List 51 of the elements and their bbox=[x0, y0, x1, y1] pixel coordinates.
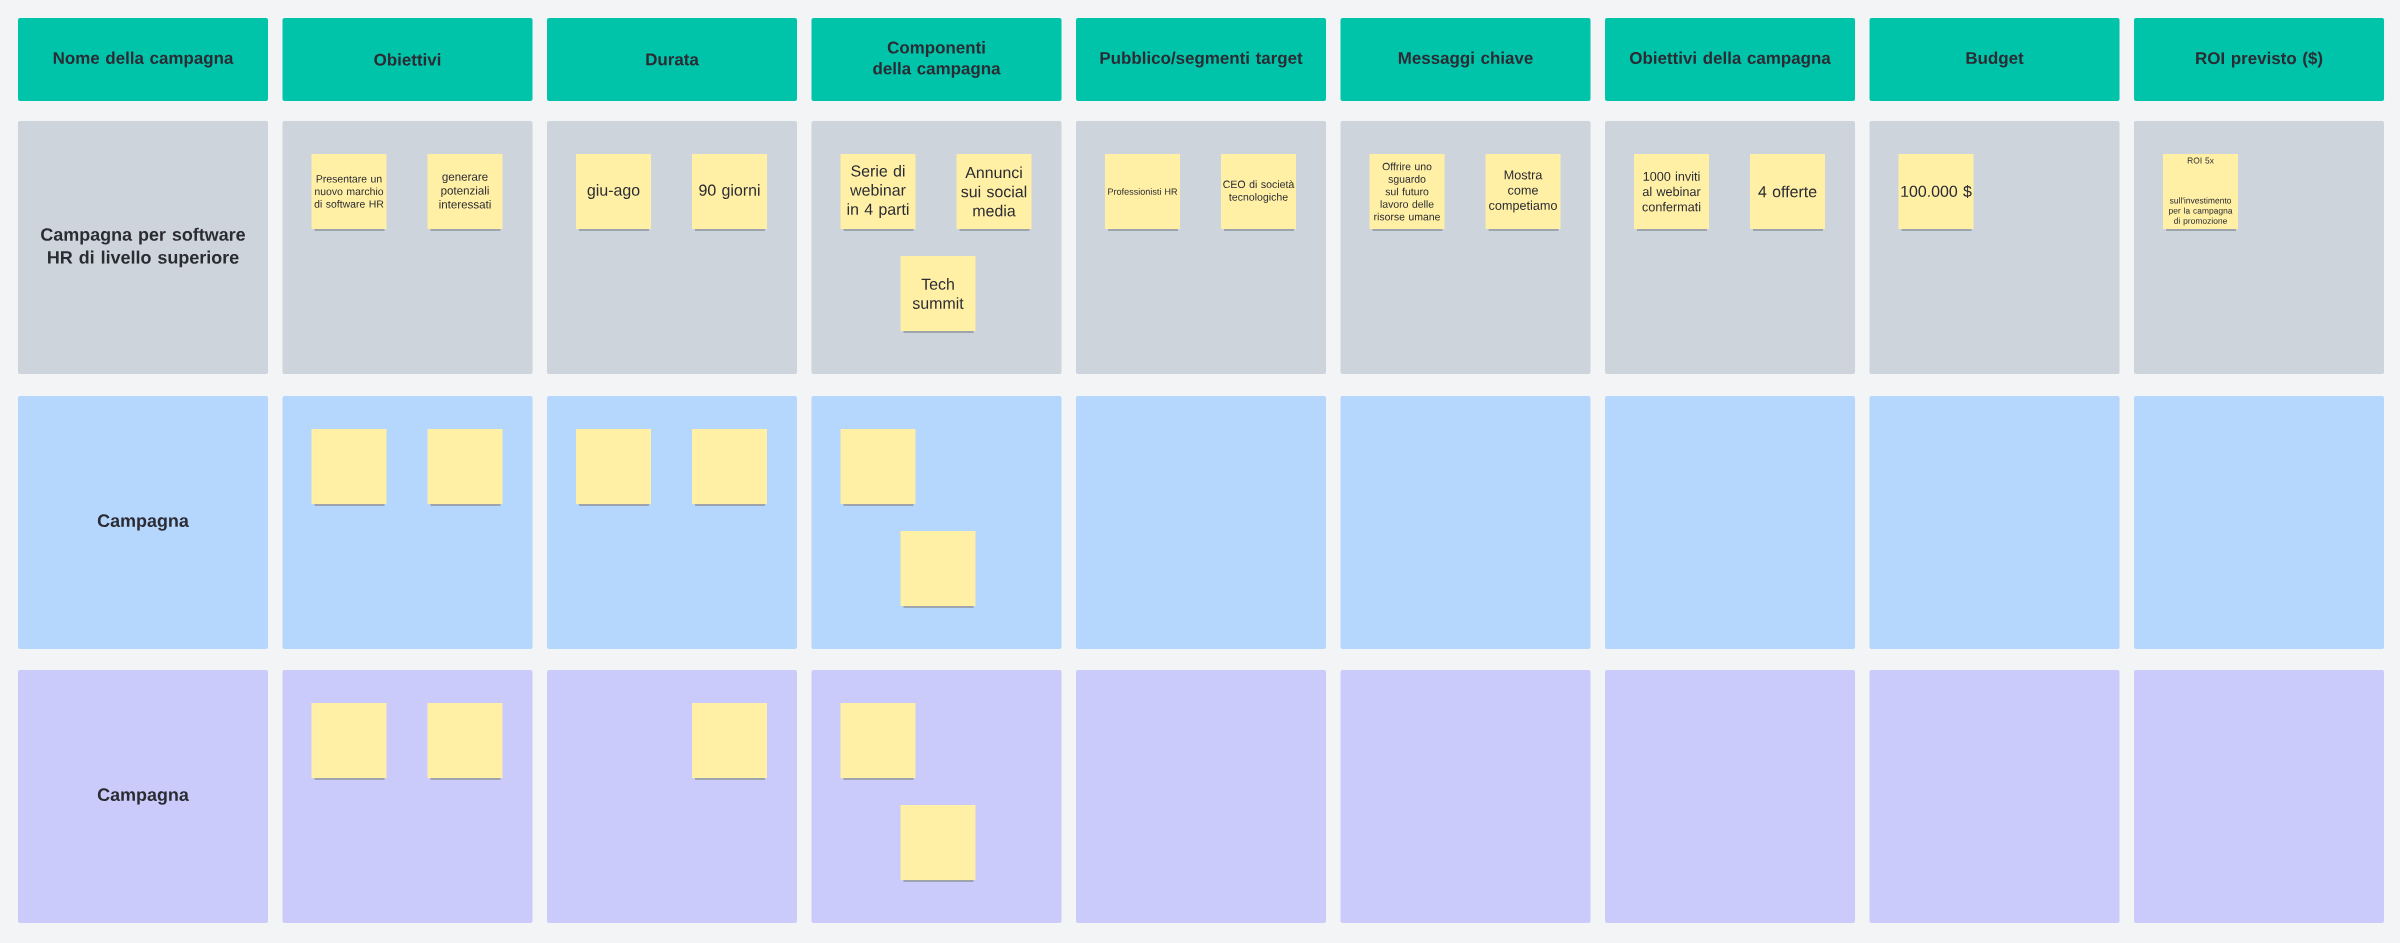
sticky-note: Serie di webinar in 4 parti bbox=[840, 154, 916, 231]
sticky-note: 90 giorni bbox=[692, 154, 767, 231]
sticky-note: 4 offerte bbox=[1750, 154, 1826, 231]
column-header: Messaggi chiave bbox=[1340, 18, 1591, 101]
table-cell bbox=[1605, 670, 1856, 923]
sticky-note bbox=[311, 703, 387, 780]
sticky-note: Annunci sui social media bbox=[956, 154, 1032, 231]
row-label-cell: Campagna bbox=[18, 670, 268, 923]
column-header: Obiettivi della campagna bbox=[1605, 18, 1856, 101]
sticky-note: giu-ago bbox=[576, 154, 651, 231]
table-cell bbox=[2134, 121, 2385, 374]
sticky-note bbox=[576, 429, 651, 506]
column-header: Budget bbox=[1869, 18, 2120, 101]
sticky-note: Offrire uno sguardo sul futuro lavoro delle risorse umane bbox=[1369, 154, 1445, 231]
column-header: Pubblico/segmenti target bbox=[1076, 18, 1326, 101]
sticky-note bbox=[692, 429, 767, 506]
column-header: Durata bbox=[547, 18, 797, 101]
table-cell bbox=[1340, 396, 1591, 649]
table-cell bbox=[1605, 396, 1856, 649]
column-header: Obiettivi bbox=[282, 18, 533, 101]
table-cell bbox=[1076, 670, 1326, 923]
sticky-note bbox=[840, 429, 916, 506]
table-cell bbox=[547, 670, 797, 923]
sticky-note: 1000 inviti al webinar confermati bbox=[1634, 154, 1709, 231]
row-label-cell: Campagna bbox=[18, 396, 268, 649]
sticky-note: Tech summit bbox=[900, 256, 976, 333]
sticky-note: ROI 5x sull'investimento per la campagna di promozione bbox=[2163, 154, 2239, 231]
column-header: Nome della campagna bbox=[18, 18, 268, 101]
sticky-note: Professionisti HR bbox=[1105, 154, 1180, 231]
sticky-note: Mostra come competiamo bbox=[1485, 154, 1561, 231]
table-cell bbox=[1869, 396, 2120, 649]
table-cell bbox=[1076, 396, 1326, 649]
table-cell bbox=[1869, 670, 2120, 923]
sticky-note bbox=[900, 805, 976, 882]
table-cell bbox=[2134, 396, 2385, 649]
table-cell bbox=[1869, 121, 2120, 374]
sticky-note: CEO di società tecnologiche bbox=[1221, 154, 1296, 231]
sticky-note bbox=[840, 703, 916, 780]
table-cell bbox=[1340, 670, 1591, 923]
sticky-note bbox=[311, 429, 387, 506]
column-header: Componenti della campagna bbox=[811, 18, 1062, 101]
sticky-note bbox=[900, 531, 976, 608]
sticky-note bbox=[427, 429, 503, 506]
sticky-note: generare potenziali interessati bbox=[427, 154, 503, 231]
sticky-note bbox=[427, 703, 503, 780]
sticky-note: 100.000 $ bbox=[1898, 154, 1974, 231]
sticky-note: Presentare un nuovo marchio di software HR bbox=[311, 154, 387, 231]
table-cell bbox=[2134, 670, 2385, 923]
sticky-note bbox=[692, 703, 767, 780]
column-header: ROI previsto ($) bbox=[2134, 18, 2385, 101]
row-label-cell: Campagna per software HR di livello superiore bbox=[18, 121, 268, 374]
